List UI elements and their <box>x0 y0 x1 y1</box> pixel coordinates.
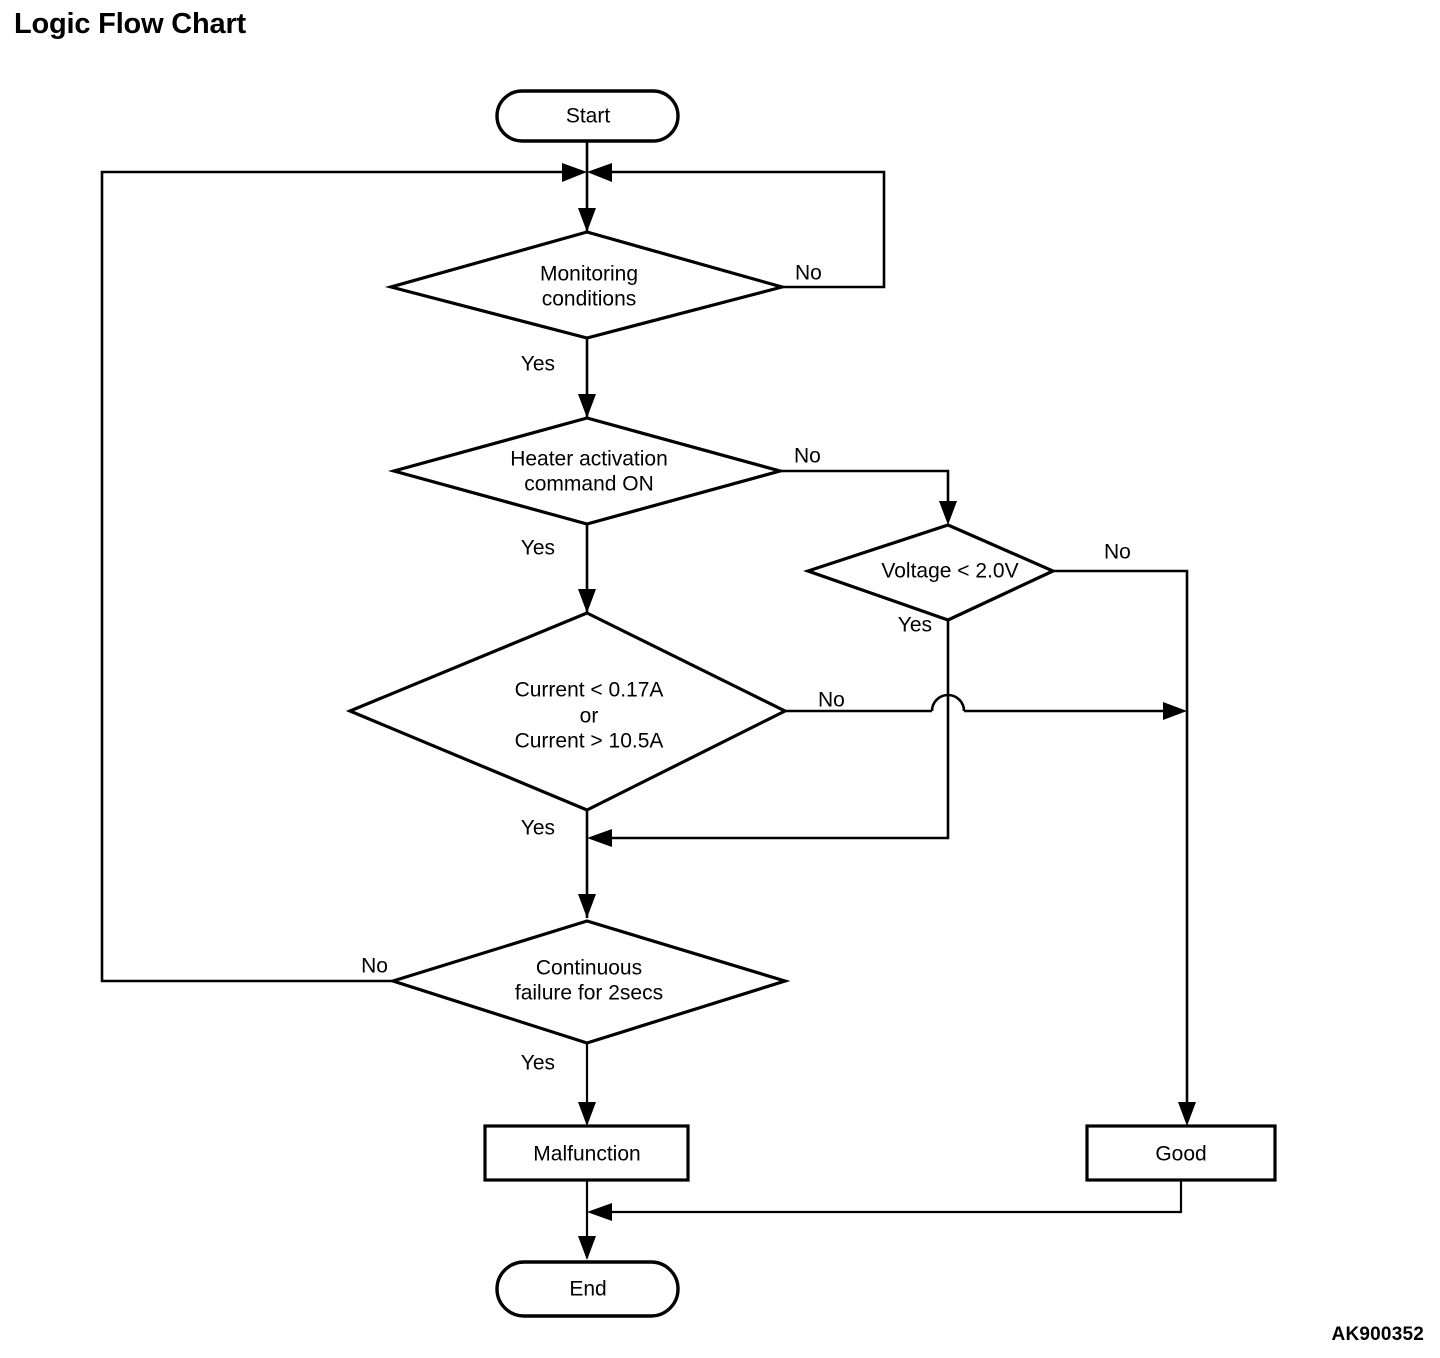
node-current-label-line1: Current < 0.17A <box>515 679 664 702</box>
branch-label-continuous-yes: Yes <box>521 1052 555 1075</box>
branch-label-voltage-no: No <box>1104 541 1131 564</box>
node-malfunction-label: Malfunction <box>533 1143 640 1166</box>
branch-label-monitoring-yes: Yes <box>521 353 555 376</box>
node-monitoring-conditions[interactable]: Monitoring conditions <box>384 230 789 340</box>
node-end-label: End <box>569 1278 606 1301</box>
node-current-check[interactable]: Current < 0.17A or Current > 10.5A <box>345 611 789 812</box>
edge-heater-no <box>780 469 950 521</box>
node-continuous-failure[interactable]: Continuous failure for 2secs <box>387 919 791 1045</box>
branch-label-continuous-no: No <box>361 955 388 978</box>
node-heater-activation[interactable]: Heater activation command ON <box>387 416 787 526</box>
node-start-label: Start <box>566 105 611 128</box>
node-malfunction[interactable]: Malfunction <box>483 1124 690 1182</box>
node-voltage-label: Voltage < 2.0V <box>881 560 1018 583</box>
arrowhead-voltage-yes-merge <box>587 829 612 847</box>
page-title: Logic Flow Chart <box>14 8 247 40</box>
branch-label-heater-no: No <box>794 445 821 468</box>
node-current-label-line3: Current > 10.5A <box>515 730 664 753</box>
arrowhead-into-monitoring <box>578 208 596 232</box>
arrowhead-into-voltage <box>939 501 957 525</box>
node-end[interactable]: End <box>495 1260 680 1318</box>
branch-label-monitoring-no: No <box>795 262 822 285</box>
node-current-label-line2: or <box>580 705 599 728</box>
edge-voltage-yes <box>596 620 950 840</box>
figure-reference-code: AK900352 <box>1331 1324 1424 1345</box>
line-jump-arc-icon <box>930 693 966 712</box>
branch-label-current-yes: Yes <box>521 817 555 840</box>
arrowhead-into-continuous <box>578 894 596 918</box>
node-start[interactable]: Start <box>495 89 680 143</box>
branch-label-voltage-yes: Yes <box>898 614 932 637</box>
edge-continuous-no-loopback <box>100 170 578 983</box>
arrowhead-current-no-to-rail <box>1163 702 1187 720</box>
node-continuous-label-line1: Continuous <box>536 957 642 980</box>
arrowhead-loopback-left <box>562 163 587 182</box>
arrowhead-into-heater <box>578 394 596 418</box>
arrowhead-into-malfunction <box>578 1102 596 1126</box>
node-heater-label-line2: command ON <box>524 473 654 496</box>
branch-label-heater-yes: Yes <box>521 537 555 560</box>
arrowhead-good-merge <box>587 1203 612 1221</box>
edge-voltage-no <box>1053 569 1189 1122</box>
edge-monitoring-no-loopback <box>596 170 886 289</box>
arrowhead-into-current <box>578 589 596 613</box>
arrowhead-loopback-right <box>587 163 612 182</box>
node-monitoring-label-line1: Monitoring <box>540 263 638 286</box>
branch-label-current-no: No <box>818 689 845 712</box>
arrowhead-into-end <box>578 1236 596 1260</box>
node-heater-label-line1: Heater activation <box>510 448 668 471</box>
node-good-label: Good <box>1155 1143 1206 1166</box>
node-monitoring-label-line2: conditions <box>542 288 637 311</box>
node-continuous-label-line2: failure for 2secs <box>515 982 663 1005</box>
arrowhead-into-good <box>1178 1102 1196 1126</box>
edge-good-to-end <box>596 1180 1183 1214</box>
node-good[interactable]: Good <box>1085 1124 1277 1182</box>
node-voltage-check[interactable]: Voltage < 2.0V <box>803 523 1057 622</box>
